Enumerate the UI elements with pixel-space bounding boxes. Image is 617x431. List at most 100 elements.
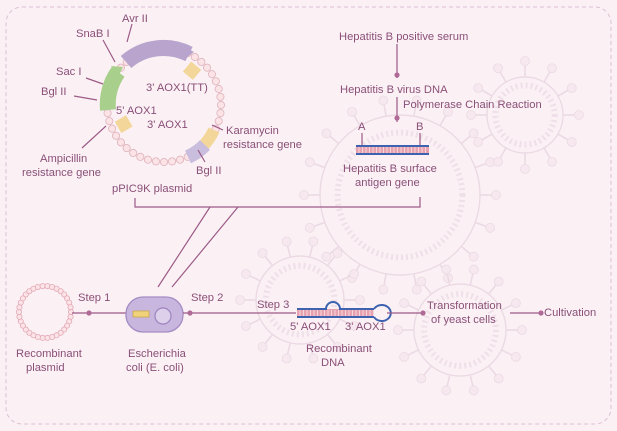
label-primer-b: B xyxy=(416,121,423,133)
plasmid-bead xyxy=(214,117,223,126)
label-recombinant-plasmid-2: plasmid xyxy=(26,362,65,374)
plasmid-bead xyxy=(116,138,125,147)
label-gene-1: Hepatitis B surface xyxy=(343,163,437,175)
label-avr2: Avr II xyxy=(122,13,148,25)
recombinant-plasmid-bead xyxy=(44,283,51,290)
plasmid-bead xyxy=(190,52,199,62)
label-transformation-1: Transformation xyxy=(427,300,502,312)
serum-dot xyxy=(394,72,400,78)
yellow-marker-top xyxy=(182,61,202,80)
bg-virus-right xyxy=(466,56,584,174)
dna-dot xyxy=(394,115,400,121)
hbsag-gene-strand xyxy=(356,145,429,155)
label-recombinant-plasmid-1: Recombinant xyxy=(16,348,83,360)
plasmid-bead xyxy=(129,148,138,158)
ecoli-cell-icon xyxy=(125,296,184,333)
label-ecoli-1: Escherichia xyxy=(128,348,187,360)
step2-dot xyxy=(187,310,193,316)
bracket-to-ecoli-right xyxy=(171,206,239,288)
label-dna-aox1-5: 5' AOX1 xyxy=(290,321,331,333)
label-hbv-dna: Hepatitis B virus DNA xyxy=(340,84,448,96)
plasmid-bead xyxy=(103,109,112,118)
plasmid-bead xyxy=(211,77,220,86)
sac1-leader xyxy=(85,77,104,85)
bgl2-right-segment xyxy=(184,139,211,164)
label-serum: Hepatitis B positive serum xyxy=(339,31,468,43)
plasmid-bead xyxy=(216,109,225,118)
bgl2-right-leader xyxy=(197,149,206,163)
combine-bracket xyxy=(134,197,421,208)
label-ampicillin-1: Ampicillin xyxy=(40,153,87,165)
recombinant-plasmid-bead xyxy=(67,304,74,311)
plasmid-bead xyxy=(168,157,177,166)
label-ecoli-2: coli (E. coli) xyxy=(126,362,184,374)
pcr-flow: Hepatitis B positive serum Hepatitis B v… xyxy=(339,31,542,189)
label-step2: Step 2 xyxy=(191,292,223,304)
plasmid-bead xyxy=(105,117,114,126)
bg-virus-large xyxy=(299,95,501,295)
label-recombinant-dna-2: DNA xyxy=(321,357,345,369)
bg-virus-lower-right xyxy=(393,264,527,396)
label-snab1: SnaB I xyxy=(76,28,110,40)
label-karamycin-1: Karamycin xyxy=(226,125,279,137)
plasmid-map: SnaB I Avr II Sac I Bgl II 5' AOX1 3' AO… xyxy=(22,13,302,195)
label-sac1: Sac I xyxy=(56,66,82,78)
label-dna-aox1-3: 3' AOX1 xyxy=(345,321,386,333)
step1-dot xyxy=(86,310,92,316)
label-aox1-5: 5' AOX1 xyxy=(116,105,157,117)
plasmid-bead xyxy=(143,155,152,164)
karamycin-segment xyxy=(198,127,220,151)
bgl2-left-leader xyxy=(73,95,98,101)
plasmid-bead xyxy=(216,92,225,101)
label-transformation-2: of yeast cells xyxy=(431,314,496,326)
ampicillin-leader xyxy=(81,125,107,149)
recombinant-plasmid-icon xyxy=(15,283,75,341)
label-step1: Step 1 xyxy=(78,292,110,304)
recombinant-dna-icon xyxy=(297,301,392,322)
yellow-marker-left xyxy=(114,115,133,134)
plasmid-bead xyxy=(122,144,131,153)
plasmid-bead xyxy=(159,157,169,167)
recombinant-plasmid-bead xyxy=(49,334,56,341)
plasmid-bead xyxy=(111,131,121,140)
aox1-5-arrowhead xyxy=(111,66,123,77)
outer-frame xyxy=(5,6,612,425)
recombinant-plasmid-bead xyxy=(39,334,46,341)
label-step3: Step 3 xyxy=(257,299,289,311)
recombinant-plasmid-bead xyxy=(34,283,41,290)
label-plasmid-name: pPIC9K plasmid xyxy=(112,183,192,195)
aox1-tt-arrowhead xyxy=(185,47,194,58)
label-gene-2: antigen gene xyxy=(355,177,420,189)
plasmid-bead xyxy=(203,63,212,72)
snab1-leader xyxy=(102,39,116,63)
label-cultivation: Cultivation xyxy=(544,307,596,319)
virus-background-decoration xyxy=(235,56,584,396)
steps-row: Recombinant plasmid Step 1 Escherichia c… xyxy=(15,283,596,374)
bracket-to-ecoli-left xyxy=(157,206,211,288)
label-karamycin-2: resistance gene xyxy=(223,139,302,151)
bg-virus-lower xyxy=(235,236,365,364)
label-aox1-3: 3' AOX1 xyxy=(147,119,188,131)
plasmid-bead xyxy=(214,84,223,93)
label-pcr: Polymerase Chain Reaction xyxy=(403,99,542,111)
plasmid-bead xyxy=(176,155,185,164)
label-ampicillin-2: resistance gene xyxy=(22,167,101,179)
label-bgl2-right: Bgl II xyxy=(196,165,222,177)
avr2-leader xyxy=(126,23,133,43)
label-primer-a: A xyxy=(358,121,366,133)
aox1-tt-segment xyxy=(120,39,193,69)
plasmid-bead xyxy=(207,70,217,79)
plasmid-bead xyxy=(108,124,117,133)
label-bgl2-left: Bgl II xyxy=(41,86,67,98)
plasmid-bead xyxy=(216,100,226,110)
plasmid-bead xyxy=(151,157,160,166)
cultivation-dot xyxy=(538,310,544,316)
plasmid-bead xyxy=(136,152,145,161)
plasmid-bead xyxy=(197,57,206,66)
label-recombinant-dna-1: Recombinant xyxy=(306,343,373,355)
label-aox1-tt: 3' AOX1(TT) xyxy=(146,82,208,94)
karamycin-leader xyxy=(211,124,224,131)
transformation-dot xyxy=(420,310,426,316)
